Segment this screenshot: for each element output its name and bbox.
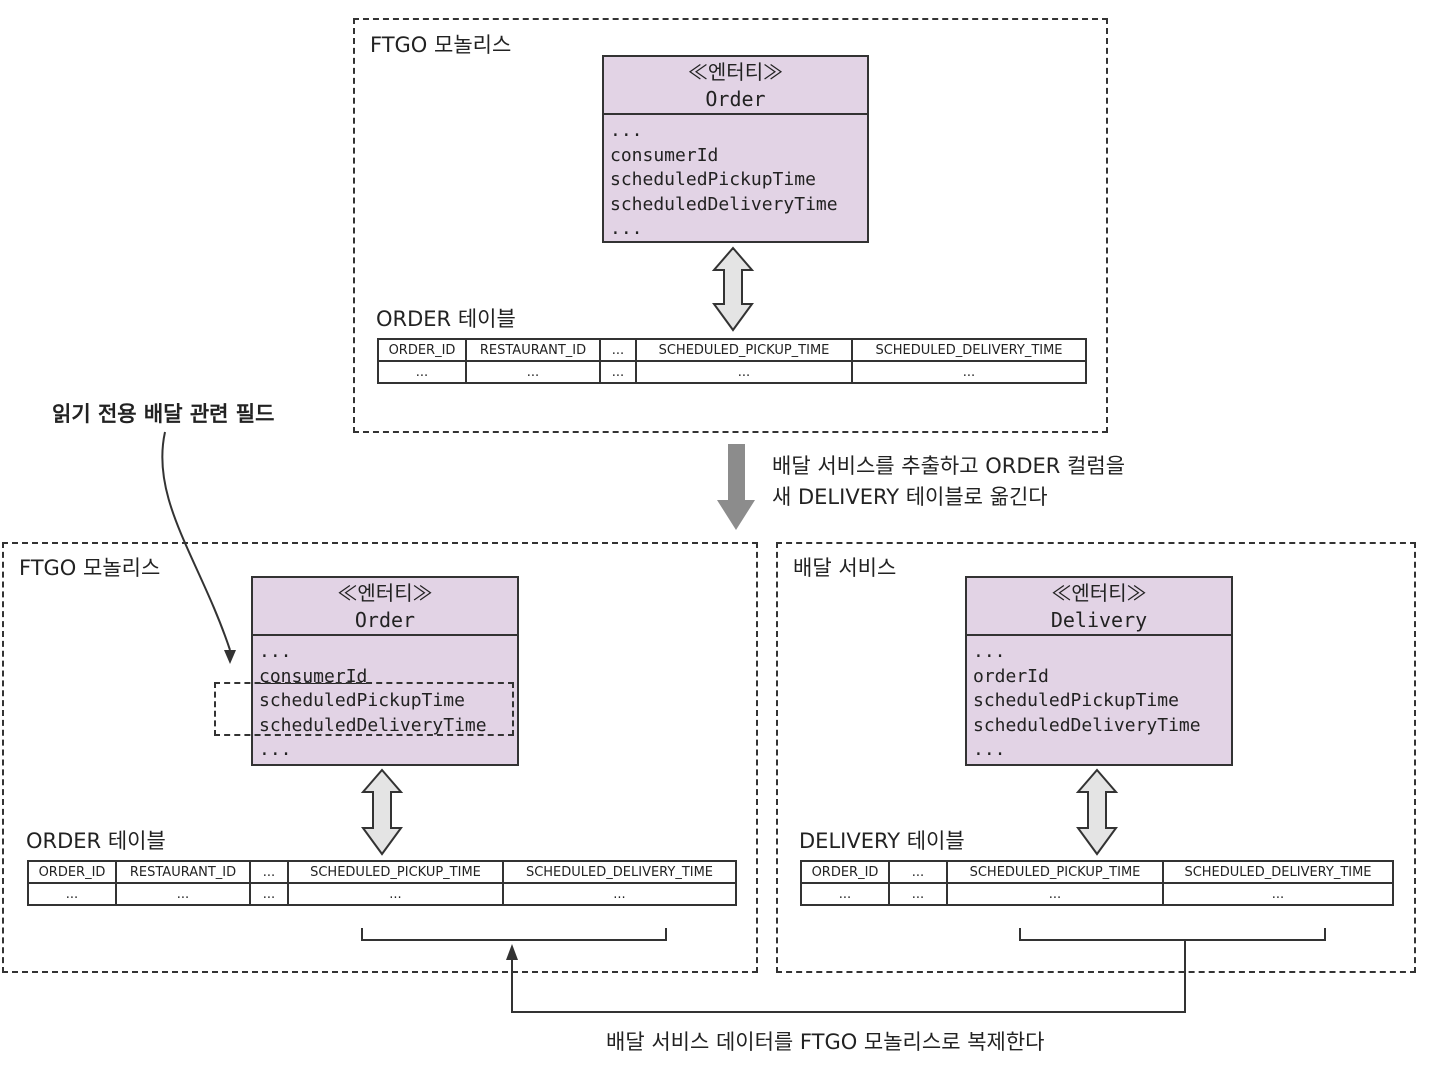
- table-header-cell: SCHEDULED_PICKUP_TIME: [946, 860, 1164, 884]
- table-header-row: ORDER_ID RESTAURANT_ID ... SCHEDULED_PIC…: [377, 338, 1087, 362]
- table-cell: ...: [27, 882, 117, 906]
- entity-field: scheduledDeliveryTime: [973, 714, 1201, 736]
- entity-field: consumerId: [610, 144, 719, 166]
- table-header-cell: SCHEDULED_PICKUP_TIME: [635, 338, 853, 362]
- table-cell: ...: [599, 360, 637, 384]
- entity-field: scheduledPickupTime: [973, 690, 1179, 711]
- delivery-service-box: [776, 542, 1416, 973]
- top-order-table: ORDER_ID RESTAURANT_ID ... SCHEDULED_PIC…: [377, 338, 1087, 384]
- delivery-table-title: DELIVERY 테이블: [799, 829, 965, 853]
- top-monolith-box: [353, 18, 1108, 433]
- entity-field: ...: [973, 739, 1006, 760]
- delivery-service-title: 배달 서비스: [793, 556, 897, 580]
- transition-text-line1: 배달 서비스를 추출하고 ORDER 컬럼을: [772, 454, 1126, 478]
- table-row: ... ... ... ... ...: [377, 360, 1087, 384]
- readonly-fields-annotation: 읽기 전용 배달 관련 필드: [52, 402, 275, 426]
- entity-field: scheduledDeliveryTime: [259, 714, 487, 736]
- entity-header: ≪엔터티≫ Order: [604, 57, 867, 115]
- table-cell: ...: [377, 360, 467, 384]
- entity-header: ≪엔터티≫ Delivery: [967, 578, 1231, 636]
- table-cell: ...: [115, 882, 251, 906]
- entity-field: orderId: [973, 665, 1049, 687]
- entity-field: ...: [259, 641, 292, 662]
- delivery-table: ORDER_ID ... SCHEDULED_PICKUP_TIME SCHED…: [800, 860, 1394, 906]
- table-cell: ...: [851, 360, 1087, 384]
- table-cell: ...: [502, 882, 737, 906]
- replication-caption: 배달 서비스 데이터를 FTGO 모놀리스로 복제한다: [606, 1030, 1045, 1054]
- entity-fields: ... consumerId scheduledPickupTime sched…: [604, 115, 867, 246]
- annotation-curve: [161, 431, 231, 651]
- table-header-cell: ORDER_ID: [27, 860, 117, 884]
- table-header-cell: ...: [599, 338, 637, 362]
- entity-name: Order: [705, 87, 766, 111]
- entity-field: scheduledDeliveryTime: [610, 193, 838, 215]
- top-table-title: ORDER 테이블: [376, 307, 516, 331]
- mapping-arrow-bottom-right: [1075, 768, 1119, 856]
- readonly-fields-highlight: [214, 682, 514, 736]
- entity-header: ≪엔터티≫ Order: [253, 578, 517, 636]
- entity-field: ...: [610, 218, 643, 239]
- replication-arrowhead: [506, 944, 518, 960]
- delivery-entity: ≪엔터티≫ Delivery ... orderId scheduledPick…: [965, 576, 1233, 766]
- top-order-entity: ≪엔터티≫ Order ... consumerId scheduledPick…: [602, 55, 869, 243]
- table-header-cell: SCHEDULED_DELIVERY_TIME: [502, 860, 737, 884]
- table-cell: ...: [635, 360, 853, 384]
- entity-fields: ... consumerId scheduledPickupTime sched…: [253, 636, 517, 767]
- bottom-order-entity: ≪엔터티≫ Order ... consumerId scheduledPick…: [251, 576, 519, 766]
- bottom-left-table-title: ORDER 테이블: [26, 829, 166, 853]
- table-cell: ...: [1162, 882, 1394, 906]
- bottom-monolith-box: [2, 542, 758, 973]
- table-cell: ...: [465, 360, 601, 384]
- entity-name: Delivery: [1050, 608, 1148, 632]
- left-bracket: [361, 928, 667, 941]
- bottom-left-order-table: ORDER_ID RESTAURANT_ID ... SCHEDULED_PIC…: [27, 860, 737, 906]
- table-cell: ...: [287, 882, 504, 906]
- table-header-cell: ORDER_ID: [800, 860, 890, 884]
- table-header-row: ORDER_ID RESTAURANT_ID ... SCHEDULED_PIC…: [27, 860, 737, 884]
- entity-field: consumerId: [259, 665, 368, 687]
- table-cell: ...: [800, 882, 890, 906]
- entity-stereotype: ≪엔터티≫: [337, 581, 433, 605]
- table-header-cell: ...: [888, 860, 948, 884]
- entity-field: scheduledPickupTime: [259, 690, 465, 711]
- table-header-cell: SCHEDULED_DELIVERY_TIME: [1162, 860, 1394, 884]
- entity-field: ...: [610, 120, 643, 141]
- table-cell: ...: [249, 882, 289, 906]
- right-bracket: [1019, 928, 1326, 941]
- table-header-cell: ORDER_ID: [377, 338, 467, 362]
- transition-arrow: [717, 444, 755, 530]
- entity-field: ...: [259, 739, 292, 760]
- entity-field: ...: [973, 641, 1006, 662]
- entity-fields: ... orderId scheduledPickupTime schedule…: [967, 636, 1231, 767]
- mapping-arrow-top: [711, 246, 755, 332]
- entity-field: scheduledPickupTime: [610, 169, 816, 190]
- entity-name: Order: [354, 608, 416, 632]
- annotation-arrowhead: [224, 650, 236, 664]
- table-header-cell: RESTAURANT_ID: [465, 338, 601, 362]
- table-row: ... ... ... ...: [800, 882, 1394, 906]
- top-monolith-title: FTGO 모놀리스: [370, 33, 512, 57]
- mapping-arrow-bottom-left: [360, 768, 404, 856]
- entity-stereotype: ≪엔터티≫: [1051, 581, 1147, 605]
- table-header-row: ORDER_ID ... SCHEDULED_PICKUP_TIME SCHED…: [800, 860, 1394, 884]
- bottom-monolith-title: FTGO 모놀리스: [19, 556, 161, 580]
- entity-stereotype: ≪엔터티≫: [687, 60, 784, 84]
- table-header-cell: SCHEDULED_PICKUP_TIME: [287, 860, 504, 884]
- table-header-cell: RESTAURANT_ID: [115, 860, 251, 884]
- table-row: ... ... ... ... ...: [27, 882, 737, 906]
- table-header-cell: ...: [249, 860, 289, 884]
- table-cell: ...: [888, 882, 948, 906]
- transition-text-line2: 새 DELIVERY 테이블로 옮긴다: [772, 485, 1048, 509]
- table-cell: ...: [946, 882, 1164, 906]
- replication-line: [511, 940, 1186, 1013]
- table-header-cell: SCHEDULED_DELIVERY_TIME: [851, 338, 1087, 362]
